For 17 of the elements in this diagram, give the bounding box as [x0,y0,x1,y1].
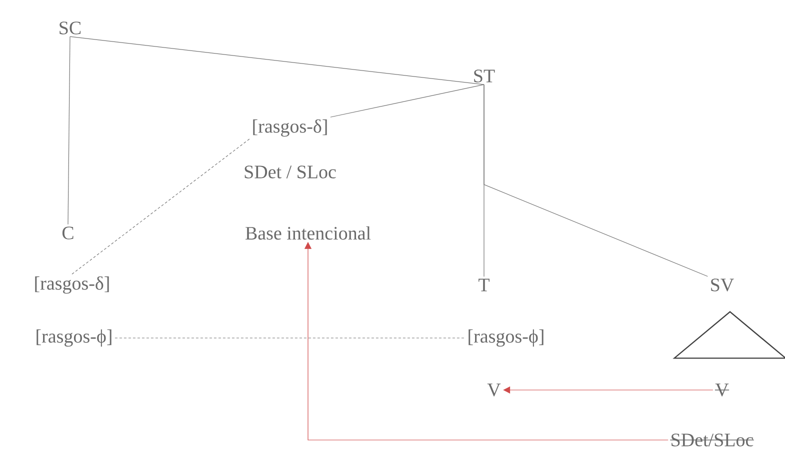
tree-label: V [487,384,501,396]
tree-label: [rasgos-δ] [253,119,327,137]
tree-label: [rasgos-ϕ] [36,329,112,347]
tree-branch [330,84,484,118]
tree-label: SDet / SLoc [244,166,336,178]
tree-label: T [478,278,490,292]
tree-label: [rasgos-ϕ] [468,329,544,347]
tree-label: SC [60,22,81,34]
dashed-line [72,138,250,274]
tree-label: ST [474,70,495,82]
tree-branch [484,84,708,277]
tree-label: Base intencional [246,226,371,240]
tree-branch [70,36,484,85]
tree-label: C [62,226,74,240]
tree-label: SV [711,278,734,292]
tree-branch [68,36,70,225]
tree-label: [rasgos-δ] [35,276,109,294]
